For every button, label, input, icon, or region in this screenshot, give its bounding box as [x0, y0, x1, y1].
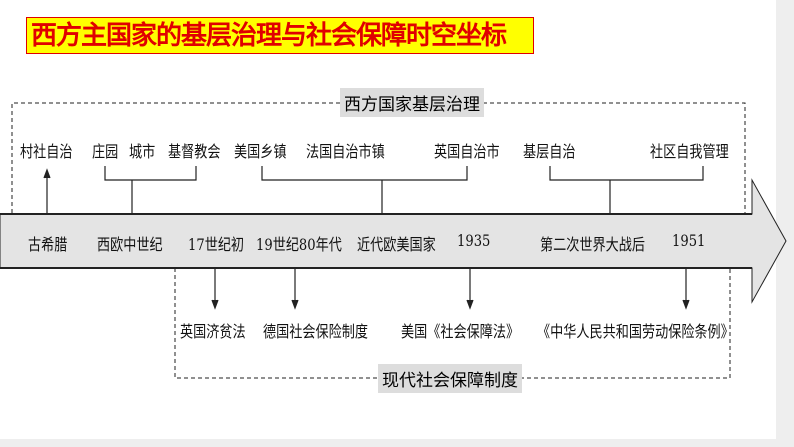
timeline-label: 19世纪80年代: [256, 235, 342, 254]
timeline-label: 1935: [457, 231, 491, 250]
bottom-item: 美国《社会保障法》: [401, 322, 520, 341]
timeline-label: 第二次世界大战后: [540, 235, 645, 254]
top-item: 庄园: [92, 142, 119, 161]
brackets: [43, 166, 704, 310]
timeline-label: 古希腊: [28, 235, 68, 254]
bottom-item: 英国济贫法: [180, 322, 246, 341]
background-strip: [0, 439, 794, 447]
timeline-label: 1951: [672, 231, 706, 250]
bottom-group-label: 现代社会保障制度: [378, 364, 522, 393]
top-item: 法国自治市镇: [306, 142, 385, 161]
top-item: 社区自我管理: [650, 142, 729, 161]
bottom-item: 《中华人民共和国劳动保险条例》: [537, 322, 734, 341]
page-title: 西方主国家的基层治理与社会保障时空坐标: [26, 17, 534, 54]
timeline-label: 近代欧美国家: [357, 235, 436, 254]
timeline-label: 西欧中世纪: [97, 235, 163, 254]
bottom-item: 德国社会保险制度: [263, 322, 368, 341]
top-item: 基层自治: [523, 142, 576, 161]
top-item: 村社自治: [20, 142, 73, 161]
top-item: 美国乡镇: [234, 142, 287, 161]
timeline-label: 17世纪初: [188, 235, 245, 254]
top-item: 城市: [129, 142, 156, 161]
top-item: 基督教会: [168, 142, 221, 161]
top-group-label: 西方国家基层治理: [340, 88, 484, 117]
top-item: 英国自治市: [434, 142, 500, 161]
background-strip: [776, 0, 794, 447]
